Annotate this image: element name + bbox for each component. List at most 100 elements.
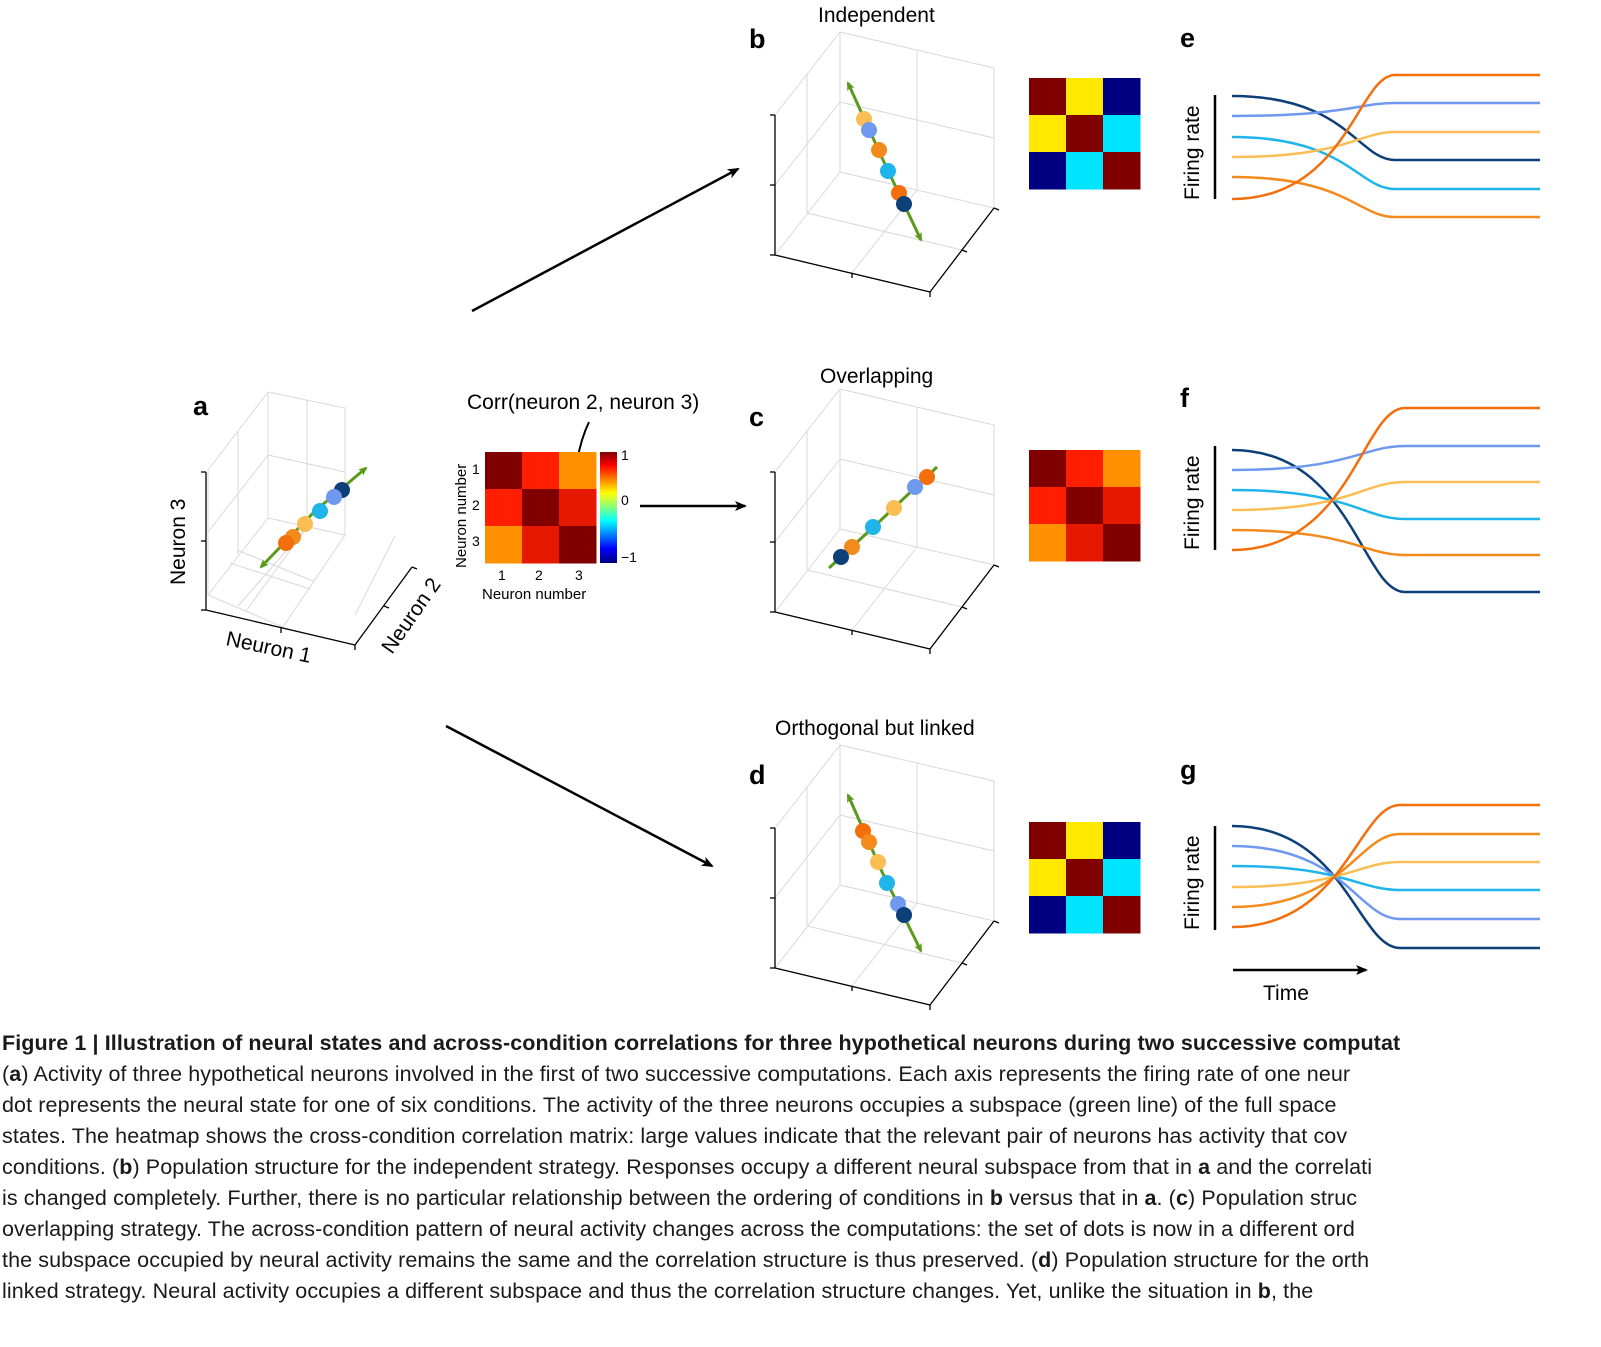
heatmap-cell [1103, 115, 1141, 153]
heatmap-cell [1029, 524, 1067, 562]
panel-c-title: Overlapping [820, 365, 933, 388]
caption-run: a [9, 1062, 22, 1086]
rate-trace [1231, 528, 1540, 557]
axis-label-neuron-1: Neuron 1 [224, 627, 313, 667]
heatmap-cell [1029, 822, 1067, 860]
heatmap-cell [1066, 822, 1104, 860]
heatmap-cell [1103, 524, 1141, 562]
caption-run: ) Population struc [1188, 1186, 1358, 1210]
caption-line: linked strategy. Neural activity occupie… [2, 1276, 1601, 1307]
caption-run: c [1175, 1186, 1189, 1210]
heatmap-cell [1029, 115, 1067, 153]
col-tick: 3 [575, 567, 583, 583]
row-tick: 1 [472, 461, 480, 477]
caption-run: and the correlati [1210, 1155, 1373, 1179]
heatmap-cell [1029, 450, 1067, 488]
caption-run: states. The heatmap shows the cross-cond… [2, 1124, 1348, 1148]
heatmap-cell [522, 489, 560, 527]
panel-e-ylabel: Firing rate [1181, 105, 1204, 200]
state-dot [844, 539, 860, 555]
caption-run: a [1198, 1155, 1211, 1179]
state-dot [907, 479, 923, 495]
panel-a: a [167, 391, 699, 668]
heatmap-cell [1029, 859, 1067, 897]
caption-run: is changed completely. Further, there is… [2, 1186, 990, 1210]
heatmap-cell [1103, 78, 1141, 116]
state-dot [297, 516, 313, 532]
caption-line: dot represents the neural state for one … [2, 1090, 1601, 1121]
state-dot [312, 503, 328, 519]
panel-c-3d-axes [770, 388, 1000, 654]
arrow-to-d [445, 724, 714, 868]
heatmap-cell [1103, 896, 1141, 934]
col-tick: 1 [498, 567, 506, 583]
heatmap-a-row-ticks: 1 2 3 [472, 461, 480, 549]
panel-a-letter: a [193, 391, 209, 421]
heatmap-a-xlabel: Neuron number [482, 586, 586, 603]
panel-g-letter: g [1180, 755, 1197, 785]
axis-label-neuron-2: Neuron 2 [377, 574, 445, 658]
caption-line: (a) Activity of three hypothetical neuro… [2, 1059, 1601, 1090]
caption-line: overlapping strategy. The across-conditi… [2, 1214, 1601, 1245]
rate-trace [1231, 864, 1540, 892]
rate-trace [1231, 406, 1540, 552]
heatmap-cell [522, 452, 560, 490]
state-dot [919, 469, 935, 485]
caption-run: d [1038, 1248, 1052, 1272]
panel-g-ylabel: Firing rate [1181, 835, 1204, 930]
state-dot [870, 854, 886, 870]
state-dot [880, 163, 896, 179]
rate-trace [1231, 175, 1540, 219]
rate-trace [1231, 480, 1540, 512]
rate-trace [1231, 803, 1540, 929]
caption-run: ) Activity of three hypothetical neurons… [21, 1062, 1351, 1086]
heatmap-cell [1103, 822, 1141, 860]
panel-b: b Independent [749, 4, 1141, 297]
caption-line: is changed completely. Further, there is… [2, 1183, 1601, 1214]
heatmap-cell [1029, 487, 1067, 525]
col-tick: 2 [535, 567, 543, 583]
heatmap-cell [1029, 896, 1067, 934]
panel-e: e Firing rate [1180, 23, 1540, 219]
colorbar-tick: 0 [621, 492, 629, 508]
row-tick: 2 [472, 497, 480, 513]
caption-run: conditions. ( [2, 1155, 120, 1179]
caption-run: b [119, 1155, 133, 1179]
rate-trace [1231, 444, 1540, 472]
heatmap-cell [559, 526, 597, 564]
caption-run: versus that in [1003, 1186, 1145, 1210]
state-dot [886, 500, 902, 516]
panel-c-letter: c [749, 402, 764, 432]
panel-b-letter: b [749, 24, 766, 54]
heatmap-cell [559, 452, 597, 490]
heatmap-cell [522, 526, 560, 564]
panel-d-title: Orthogonal but linked [775, 717, 975, 740]
heatmap-c [1029, 450, 1141, 562]
caption-run: a [1144, 1186, 1157, 1210]
caption-run: linked strategy. Neural activity occupie… [2, 1279, 1258, 1303]
caption-title: Figure 1 | Illustration of neural states… [2, 1031, 1401, 1055]
heatmap-cell [1066, 487, 1104, 525]
panel-c: c Overlapping [749, 365, 1141, 654]
panel-f-letter: f [1180, 383, 1190, 413]
state-dot [879, 875, 895, 891]
caption-run: ) Population structure for the orth [1051, 1248, 1370, 1272]
state-dot [861, 834, 877, 850]
heatmap-cell [1103, 450, 1141, 488]
heatmap-cell [1029, 78, 1067, 116]
rate-trace [1231, 844, 1540, 921]
state-dot [278, 535, 294, 551]
panel-f-ylabel: Firing rate [1181, 455, 1204, 550]
rate-trace [1231, 135, 1540, 191]
figure-caption: Figure 1 | Illustration of neural states… [2, 1028, 1601, 1347]
state-dot [326, 489, 342, 505]
rate-trace [1231, 101, 1540, 118]
caption-line: states. The heatmap shows the cross-cond… [2, 1121, 1601, 1152]
heatmap-d [1029, 822, 1141, 934]
panel-a-3d-axes [201, 391, 418, 650]
heatmap-cell [1103, 152, 1141, 190]
rate-trace [1231, 832, 1540, 909]
rate-trace [1231, 130, 1540, 159]
heatmap-b [1029, 78, 1141, 190]
panel-d-letter: d [749, 760, 766, 790]
